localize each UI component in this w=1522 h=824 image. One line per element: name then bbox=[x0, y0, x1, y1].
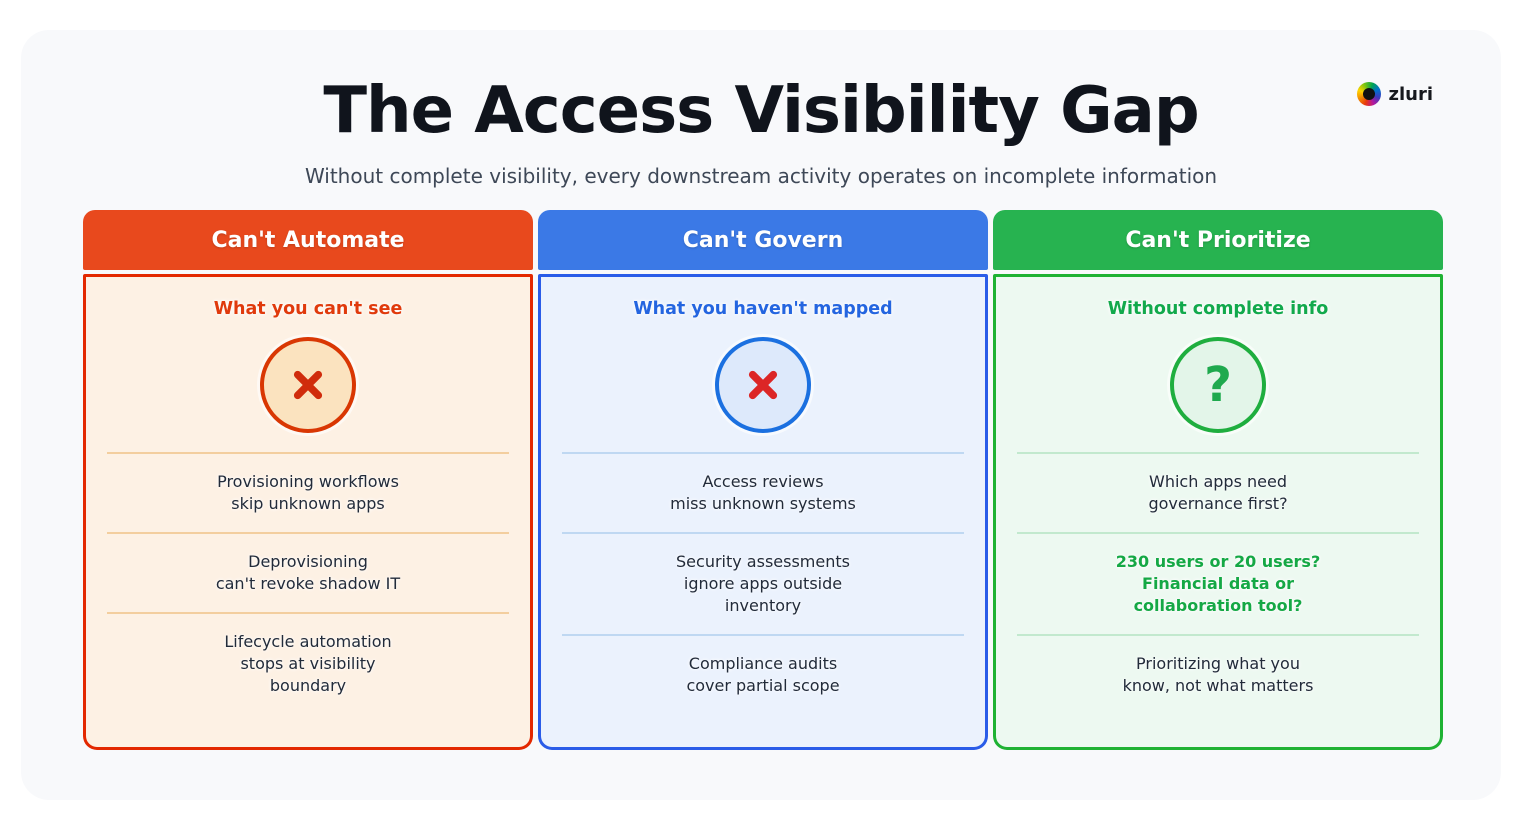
x-circle-icon bbox=[260, 337, 356, 433]
list-item: Lifecycle automation stops at visibility… bbox=[224, 632, 392, 695]
card-cant-govern: Can't Govern What you haven't mapped Acc… bbox=[538, 210, 988, 750]
list-item: Prioritizing what you know, not what mat… bbox=[1122, 654, 1314, 695]
card-subtitle: What you can't see bbox=[213, 299, 403, 319]
panel: The Access Visibility Gap Without comple… bbox=[21, 30, 1501, 800]
list-item: Compliance audits cover partial scope bbox=[686, 654, 840, 695]
list-item-emphasis: 230 users or 20 users? Financial data or… bbox=[1115, 552, 1321, 615]
card-cant-prioritize: Can't Prioritize Without complete info ?… bbox=[993, 210, 1443, 750]
x-icon bbox=[293, 370, 323, 400]
card-subtitle: Without complete info bbox=[1107, 299, 1329, 319]
card-header: Can't Govern bbox=[538, 210, 988, 270]
divider bbox=[107, 532, 509, 534]
x-circle-icon bbox=[715, 337, 811, 433]
card-body: What you can't see Provisioning workflow… bbox=[83, 274, 533, 750]
divider bbox=[1017, 634, 1419, 636]
card-body: Without complete info ? Which apps need … bbox=[993, 274, 1443, 750]
cards-row: Can't Automate What you can't see Provis… bbox=[83, 210, 1443, 750]
list-item: Access reviews miss unknown systems bbox=[670, 472, 856, 513]
card-header-label: Can't Automate bbox=[211, 227, 405, 253]
x-icon bbox=[748, 370, 778, 400]
card-header: Can't Prioritize bbox=[993, 210, 1443, 270]
logo: zluri bbox=[1357, 82, 1433, 106]
divider bbox=[107, 452, 509, 454]
page-subtitle: Without complete visibility, every downs… bbox=[304, 164, 1218, 188]
divider bbox=[562, 532, 964, 534]
card-body: What you haven't mapped Access reviews m… bbox=[538, 274, 988, 750]
card-header-label: Can't Prioritize bbox=[1125, 227, 1311, 253]
question-icon: ? bbox=[1204, 357, 1232, 413]
logo-text: zluri bbox=[1388, 83, 1433, 105]
card-subtitle: What you haven't mapped bbox=[633, 299, 893, 319]
list-item: Security assessments ignore apps outside… bbox=[676, 552, 850, 615]
divider bbox=[1017, 532, 1419, 534]
card-header: Can't Automate bbox=[83, 210, 533, 270]
list-item: Deprovisioning can't revoke shadow IT bbox=[215, 552, 401, 593]
card-header-label: Can't Govern bbox=[682, 227, 844, 253]
divider bbox=[562, 634, 964, 636]
list-item: Provisioning workflows skip unknown apps bbox=[217, 472, 399, 513]
divider bbox=[562, 452, 964, 454]
divider bbox=[1017, 452, 1419, 454]
rainbow-ring-icon bbox=[1357, 82, 1382, 106]
card-cant-automate: Can't Automate What you can't see Provis… bbox=[83, 210, 533, 750]
divider bbox=[107, 612, 509, 614]
question-circle-icon: ? bbox=[1170, 337, 1266, 433]
page-title: The Access Visibility Gap bbox=[323, 74, 1199, 148]
list-item: Which apps need governance first? bbox=[1148, 472, 1288, 513]
